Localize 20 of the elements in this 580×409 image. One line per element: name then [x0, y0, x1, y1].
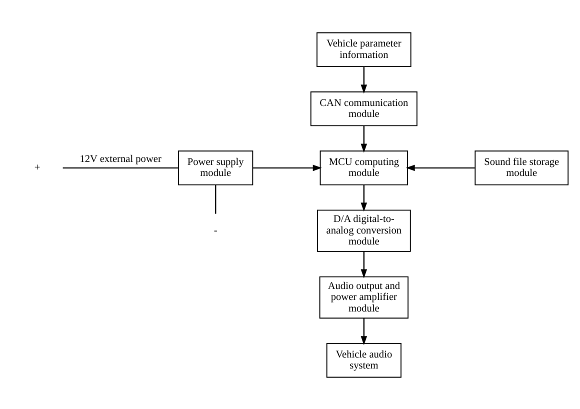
node-box: Audio output and power amplifier module	[319, 276, 408, 318]
node-box: Power supply module	[178, 150, 254, 185]
node-box: CAN communication module	[310, 90, 418, 126]
arrow	[406, 164, 475, 171]
node-box: Sound file storage module	[474, 150, 569, 185]
arrow	[252, 164, 322, 171]
arrow	[360, 318, 368, 345]
node-box: Vehicle parameter information	[316, 32, 412, 67]
node-box: MCU computing module	[320, 150, 408, 185]
node-text: +	[34, 162, 40, 174]
connector	[62, 166, 178, 168]
arrow	[360, 184, 368, 212]
node-box: D/A digital-to-analog conversion module	[316, 209, 411, 252]
node-box: Vehicle audio system	[326, 342, 402, 378]
arrow	[360, 66, 368, 94]
connector	[215, 184, 216, 214]
arrow	[360, 125, 368, 152]
arrow	[360, 251, 368, 278]
edge-label: 12V external power	[80, 154, 162, 165]
node-text: -	[214, 224, 218, 236]
